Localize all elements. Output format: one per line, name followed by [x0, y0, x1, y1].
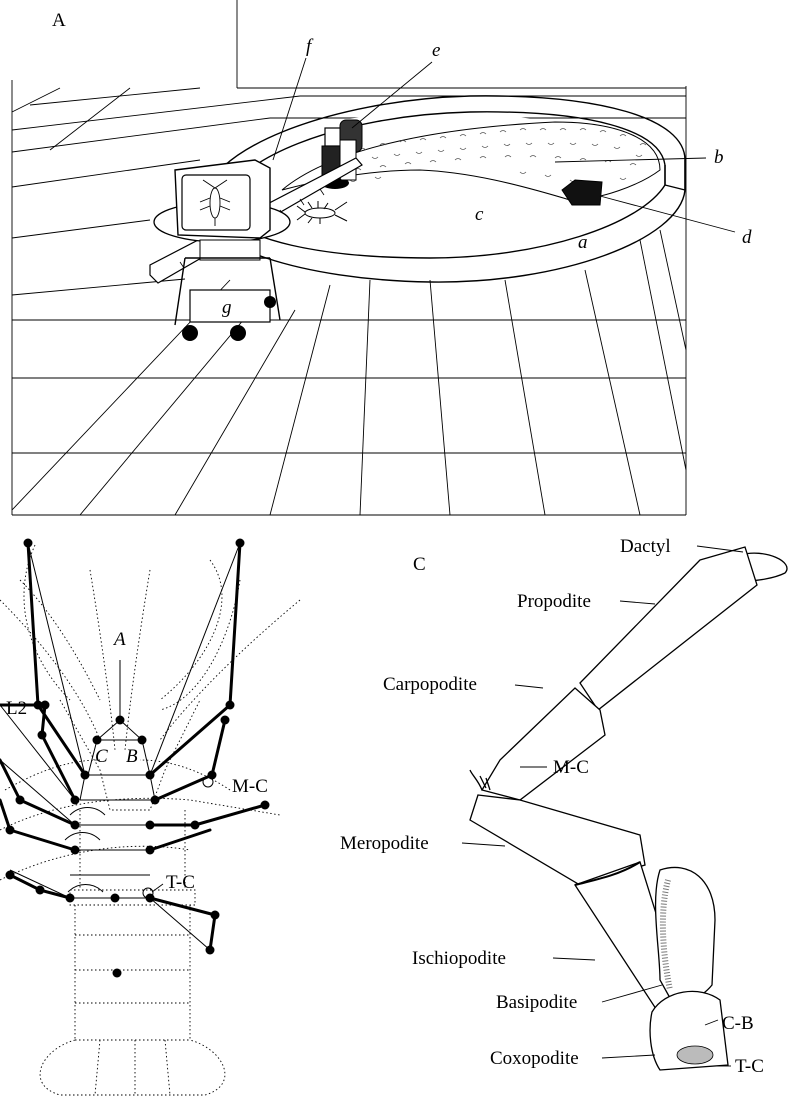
crayfish-outline [0, 545, 300, 1095]
label-B-A: A [112, 629, 126, 650]
label-propodite: Propodite [517, 591, 591, 612]
panel-a: A [12, 0, 752, 515]
label-C-MC: M-C [553, 757, 589, 778]
label-L2: L2 [6, 698, 27, 719]
label-B-TC: T-C [166, 872, 195, 893]
panel-c: C [340, 536, 787, 1077]
label-coxopodite: Coxopodite [490, 1048, 579, 1069]
arena [202, 96, 685, 282]
label-f: f [306, 36, 314, 57]
label-dactyl: Dactyl [620, 536, 671, 557]
label-B-C: C [95, 746, 108, 767]
label-c: c [475, 204, 484, 225]
label-carpopodite: Carpopodite [383, 674, 477, 695]
label-C-B: C-B [722, 1013, 754, 1034]
monitor [175, 160, 270, 238]
panel-c-title: C [413, 554, 426, 575]
label-ischiopodite: Ischiopodite [412, 948, 506, 969]
label-e: e [432, 40, 440, 61]
label-a: a [578, 232, 588, 253]
panel-a-title: A [52, 10, 66, 31]
label-meropodite: Meropodite [340, 833, 429, 854]
label-g: g [222, 297, 232, 318]
room-walls [237, 0, 686, 88]
label-B-B: B [126, 746, 138, 767]
panel-b: A C B L2 M-C T-C [0, 539, 300, 1096]
label-B-MC: M-C [232, 776, 268, 797]
label-basipodite: Basipodite [496, 992, 577, 1013]
label-b: b [714, 147, 724, 168]
label-d: d [742, 227, 752, 248]
label-C-TC: T-C [735, 1056, 764, 1077]
